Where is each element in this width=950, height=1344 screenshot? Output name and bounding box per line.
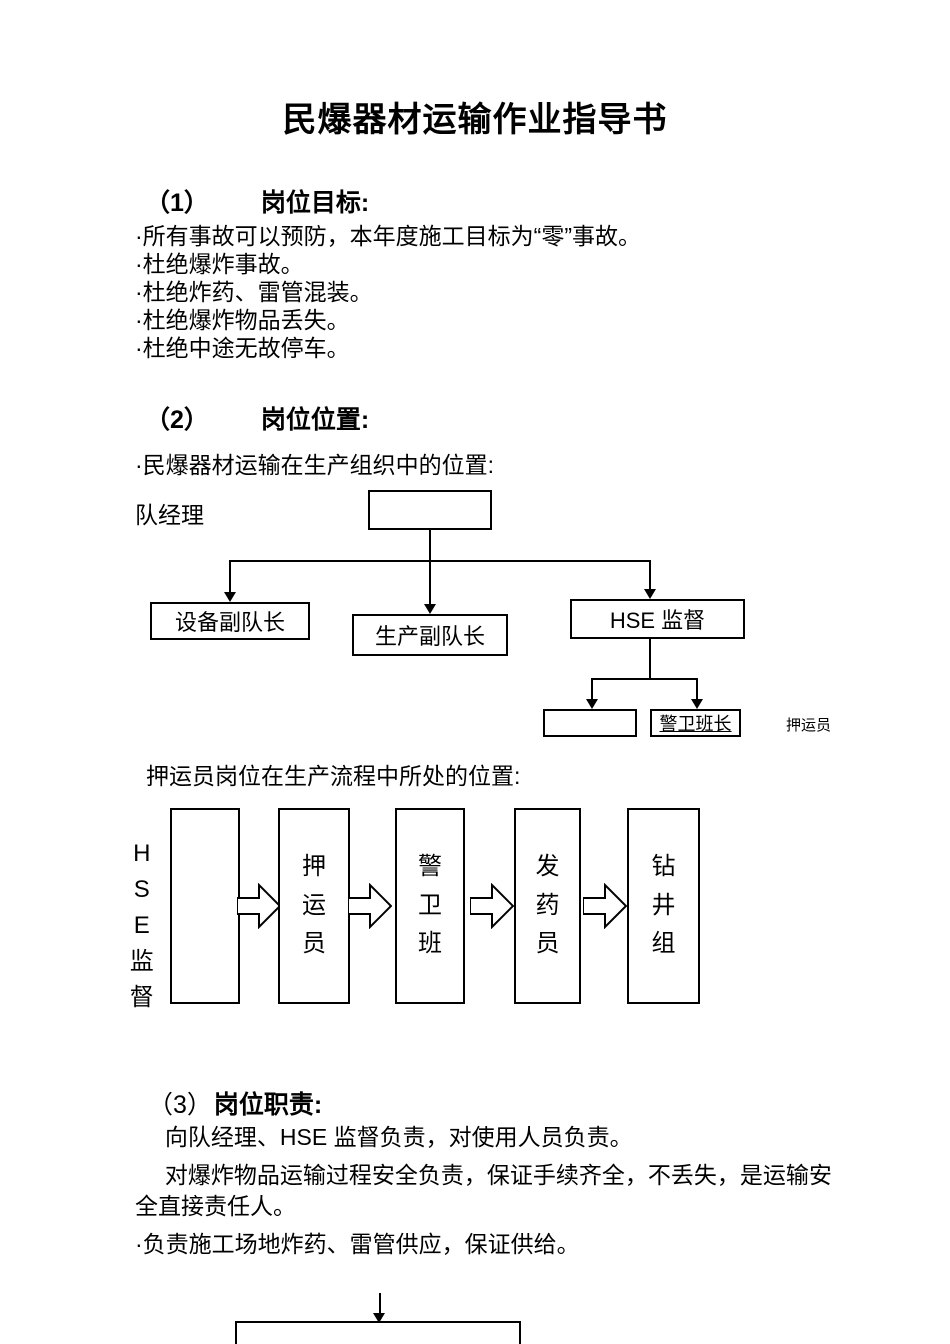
org-box-hse-supervisor: HSE 监督 (570, 599, 745, 639)
escort-label: 押运员 (786, 717, 832, 734)
list-item: ·杜绝中途无故停车。 (135, 335, 350, 361)
flow-box-hse (170, 808, 240, 1004)
connector-line (379, 1293, 381, 1315)
list-item: ·所有事故可以预防，本年度施工目标为“零”事故。 (135, 223, 641, 249)
document-title: 民爆器材运输作业指导书 (282, 101, 668, 139)
flow-box-label: 发药员 (535, 853, 560, 958)
bottom-box (235, 1321, 521, 1344)
section2-label: 岗位位置: (260, 406, 370, 434)
org-box-production-deputy: 生产副队长 (352, 614, 508, 656)
section1-label: 岗位目标: (260, 189, 370, 217)
org-box-top (368, 490, 492, 530)
connector-line (591, 678, 593, 701)
connector-line (229, 560, 231, 593)
connector-line (649, 560, 651, 590)
connector-line (696, 678, 698, 701)
connector-line (429, 560, 431, 605)
section2-heading: （2） 岗位位置: (145, 400, 369, 436)
org-box-empty (543, 709, 637, 737)
connector-line (591, 678, 697, 680)
flow-box-label: 警卫班 (418, 853, 442, 958)
section3-label: 岗位职责: (213, 1091, 323, 1119)
flow-box-drilling-crew: 钻井组 (627, 808, 700, 1004)
org-box-guard-leader: 警卫班长 (650, 709, 741, 737)
section3-number: （3） (148, 1091, 212, 1119)
arrow-down-icon (373, 1313, 385, 1323)
list-item: ·杜绝炸药、雷管混装。 (135, 279, 373, 305)
list-item: ·杜绝爆炸物品丢失。 (135, 307, 350, 333)
arrow-down-icon (691, 699, 703, 709)
section3-paragraphs: 向队经理、HSE 监督负责，对使用人员负责。 对爆炸物品运输过程安全负责，保证手… (135, 1122, 835, 1267)
org-box-equipment-deputy: 设备副队长 (150, 602, 310, 640)
section3-heading: （3）岗位职责: (148, 1085, 322, 1121)
right-arrow-icon (583, 883, 627, 929)
section2-intro: ·民爆器材运输在生产组织中的位置: (135, 452, 495, 478)
right-arrow-icon (348, 883, 392, 929)
arrow-down-icon (424, 604, 436, 614)
flow-box-escort: 押运员 (278, 808, 350, 1004)
flow-box-dispenser: 发药员 (514, 808, 581, 1004)
flow-box-guard-squad: 警卫班 (395, 808, 465, 1004)
paragraph: 对爆炸物品运输过程安全负责，保证手续齐全，不丢失，是运输安全直接责任人。 (135, 1162, 832, 1219)
right-arrow-icon (470, 883, 514, 929)
section1-number: （1） (145, 189, 209, 217)
flow-box-label: 钻井组 (651, 853, 676, 958)
connector-line (649, 638, 651, 679)
paragraph: ·负责施工场地炸药、雷管供应，保证供给。 (135, 1231, 580, 1257)
list-item: ·杜绝爆炸事故。 (135, 251, 304, 277)
section2-number: （2） (145, 406, 209, 434)
arrow-down-icon (644, 589, 656, 599)
arrow-down-icon (586, 699, 598, 709)
arrow-down-icon (224, 592, 236, 602)
section1-items: ·所有事故可以预防，本年度施工目标为“零”事故。 ·杜绝爆炸事故。 ·杜绝炸药、… (135, 222, 641, 362)
flow-box-label: 押运员 (302, 853, 326, 958)
paragraph: 向队经理、HSE 监督负责，对使用人员负责。 (164, 1124, 633, 1150)
flow-caption: 押运员岗位在生产流程中所处的位置: (146, 763, 521, 789)
section1-heading: （1） 岗位目标: (145, 183, 369, 219)
manager-label: 队经理 (135, 502, 204, 528)
connector-line (229, 560, 651, 562)
right-arrow-icon (237, 883, 281, 929)
connector-line (429, 529, 431, 561)
flow-left-label: HSE监督 (129, 840, 154, 1011)
